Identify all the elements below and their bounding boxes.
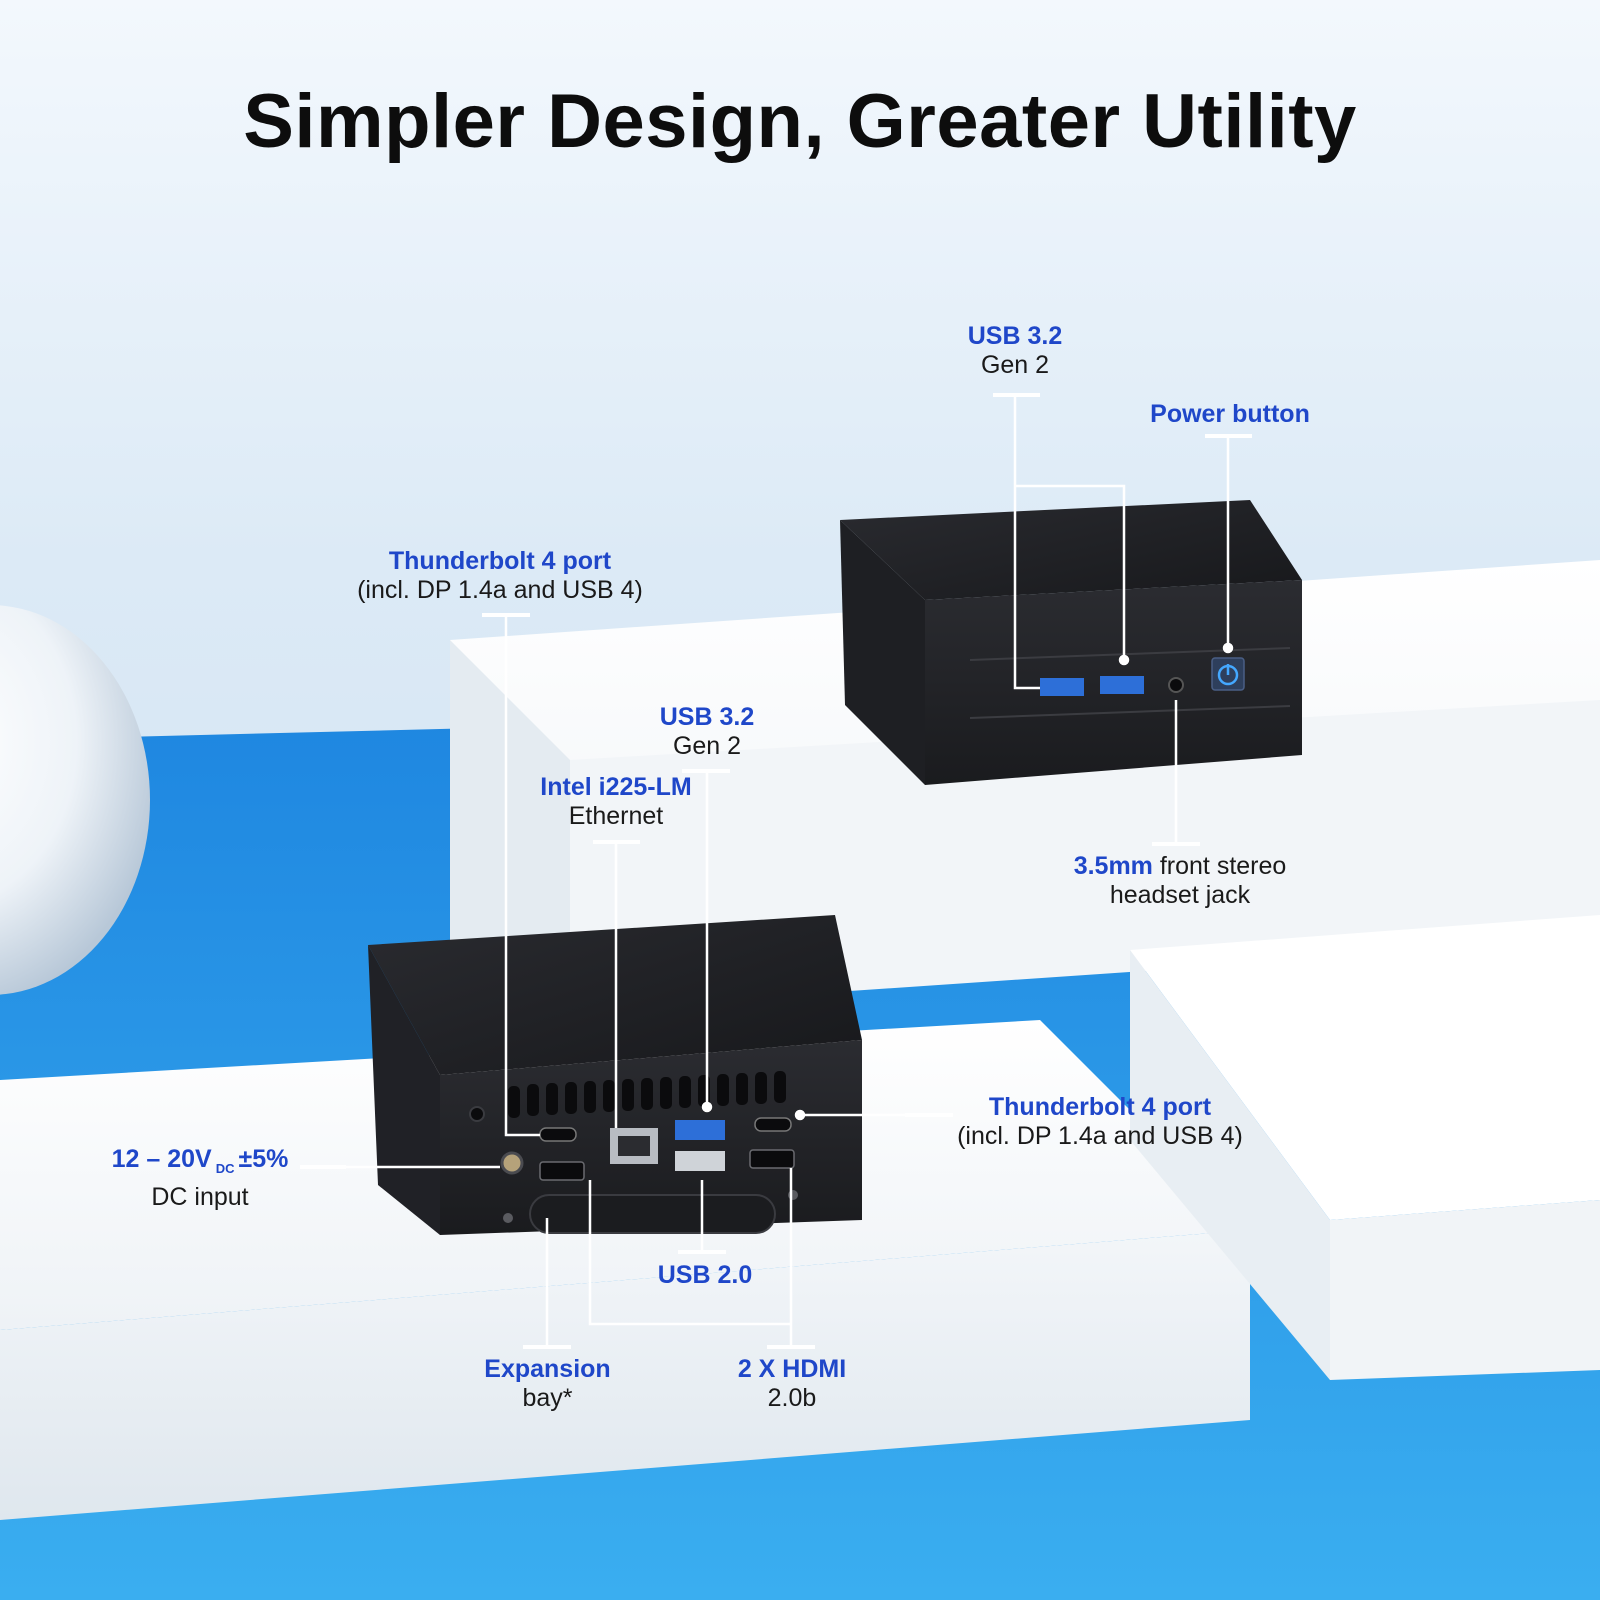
callout-lines (300, 393, 1252, 1349)
label-hdmi: 2 X HDMI 2.0b (737, 1355, 847, 1412)
label-power-button: Power button (1150, 400, 1310, 428)
label-usb32-rear: USB 3.2 Gen 2 (659, 703, 755, 760)
thunderbolt-port-1 (539, 1127, 577, 1142)
usb32-rear-port (675, 1120, 725, 1140)
page-title: Simpler Design, Greater Utility (243, 79, 1357, 164)
dc-input-port (500, 1151, 524, 1175)
decorative-sphere (0, 605, 150, 995)
right-pedestal (1130, 915, 1600, 1380)
expansion-bay-cover (529, 1194, 776, 1234)
power-icon (1211, 657, 1245, 691)
hdmi-port-2 (749, 1149, 795, 1169)
front-usb-port-1 (1040, 678, 1084, 696)
headset-jack (1168, 677, 1184, 693)
hdmi-port-1 (539, 1161, 585, 1181)
usb20-rear-port (675, 1151, 725, 1171)
kensington-lock (469, 1106, 485, 1122)
label-thunderbolt-right: Thunderbolt 4 port (incl. DP 1.4a and US… (957, 1093, 1243, 1150)
mini-pc-front (840, 500, 1302, 785)
mini-pc-rear (368, 915, 862, 1235)
front-usb-port-2 (1100, 676, 1144, 694)
label-usb20: USB 2.0 (657, 1261, 753, 1289)
label-usb32-top: USB 3.2 Gen 2 (967, 322, 1063, 379)
label-headset-jack: 3.5mm front stereo headset jack (1073, 852, 1287, 909)
label-ethernet: Intel i225-LM Ethernet (540, 773, 692, 830)
label-thunderbolt-left: Thunderbolt 4 port (incl. DP 1.4a and US… (357, 547, 643, 604)
label-expansion-bay: Expansion bay* (484, 1355, 611, 1412)
thunderbolt-port-2 (754, 1117, 792, 1132)
